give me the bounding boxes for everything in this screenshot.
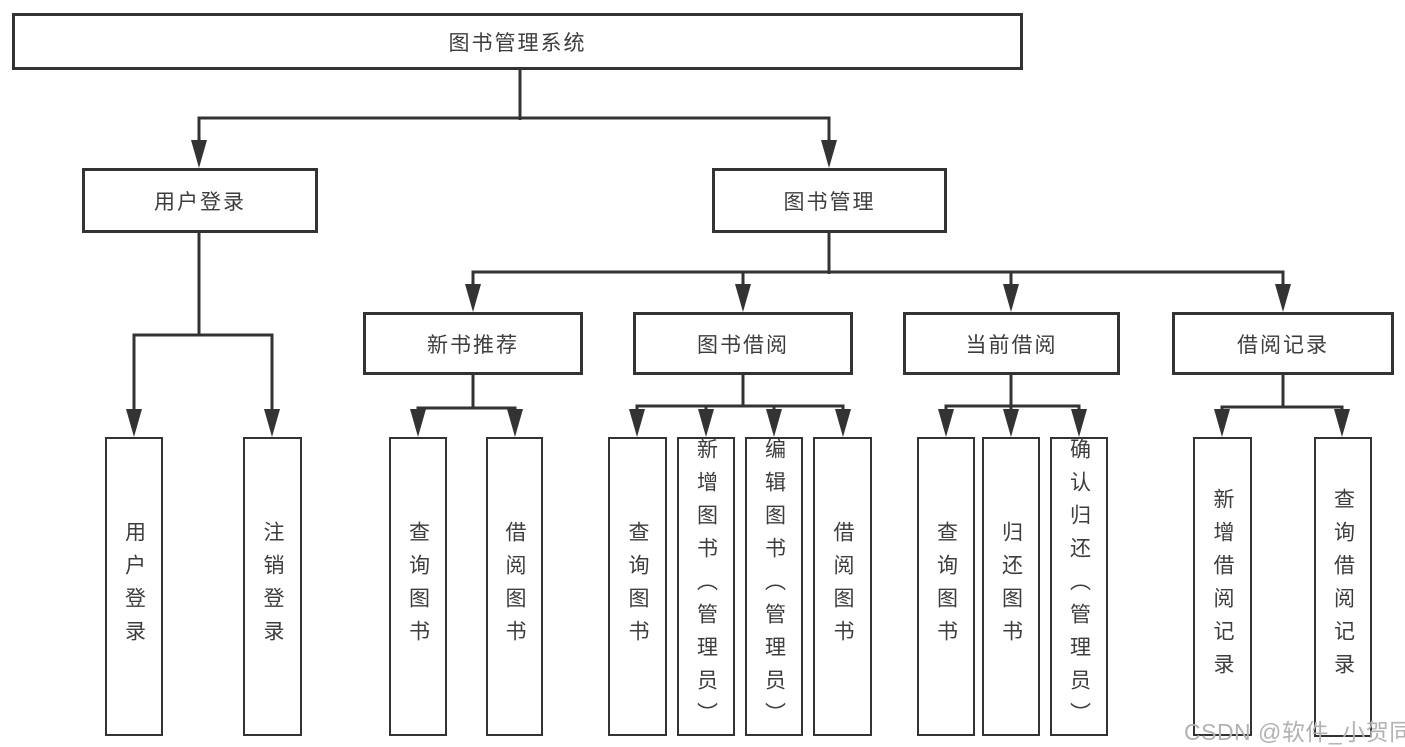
node-label: 新增图书（管理员） xyxy=(694,438,718,735)
node-leaf-edit-books-admin: 编辑图书（管理员） xyxy=(745,437,803,736)
arrowhead xyxy=(835,409,851,437)
node-label: 查询图书 xyxy=(934,520,958,653)
edge-level2-rail xyxy=(197,116,831,145)
edge-borrow-rail xyxy=(635,404,845,415)
node-label: 图书管理系统 xyxy=(448,31,587,55)
arrowhead xyxy=(1003,409,1019,437)
csdn-watermark: CSDN @软件_小贺同学 xyxy=(1184,719,1405,745)
node-leaf-query-books-3: 查询图书 xyxy=(917,437,975,736)
edge-newbook-rail xyxy=(416,406,517,415)
arrowhead xyxy=(1275,284,1291,312)
arrowhead xyxy=(735,284,751,312)
arrowhead xyxy=(698,409,714,437)
node-label: 用户登录 xyxy=(122,520,146,653)
arrowhead xyxy=(465,284,481,312)
arrowhead xyxy=(507,409,523,437)
edge-current-rail xyxy=(944,404,1081,415)
edge-level3-rail xyxy=(471,270,1285,290)
node-leaf-confirm-return-admin: 确认归还（管理员） xyxy=(1050,437,1108,736)
node-leaf-logout: 注销登录 xyxy=(243,437,302,736)
node-library-management-system: 图书管理系统 xyxy=(12,13,1023,70)
node-leaf-borrow-books-1: 借阅图书 xyxy=(486,437,543,736)
node-label: 新书推荐 xyxy=(427,333,519,357)
node-current-borrowing: 当前借阅 xyxy=(903,312,1120,375)
node-label: 图书借阅 xyxy=(697,333,789,357)
node-label: 确认归还（管理员） xyxy=(1067,438,1091,735)
arrowhead xyxy=(126,409,142,437)
arrowhead xyxy=(410,409,426,437)
node-leaf-add-books-admin: 新增图书（管理员） xyxy=(677,437,735,736)
arrowhead xyxy=(766,409,782,437)
node-label: 新增借阅记录 xyxy=(1211,487,1234,686)
node-label: 注销登录 xyxy=(261,520,284,653)
node-label: 编辑图书（管理员） xyxy=(762,438,786,735)
node-leaf-query-books-2: 查询图书 xyxy=(608,437,667,736)
arrowhead xyxy=(264,409,280,437)
node-leaf-query-books-1: 查询图书 xyxy=(389,437,447,736)
node-label: 归还图书 xyxy=(999,520,1023,653)
node-leaf-add-borrow-record: 新增借阅记录 xyxy=(1193,437,1252,736)
node-label: 借阅图书 xyxy=(503,520,526,653)
node-leaf-borrow-books-2: 借阅图书 xyxy=(813,437,872,736)
edge-records-rail xyxy=(1220,405,1344,415)
node-leaf-user-login: 用户登录 xyxy=(105,437,163,736)
node-book-borrowing: 图书借阅 xyxy=(633,312,853,375)
arrowhead xyxy=(1003,284,1019,312)
node-label: 查询图书 xyxy=(626,520,649,653)
arrowhead xyxy=(191,140,207,168)
node-label: 查询图书 xyxy=(406,520,430,653)
node-user-login-branch: 用户登录 xyxy=(82,168,318,233)
node-borrowing-records: 借阅记录 xyxy=(1172,312,1394,375)
node-book-management-branch: 图书管理 xyxy=(712,168,947,233)
node-label: 借阅记录 xyxy=(1237,333,1329,357)
node-leaf-query-borrow-record: 查询借阅记录 xyxy=(1314,437,1372,737)
arrowhead xyxy=(1071,409,1087,437)
node-label: 借阅图书 xyxy=(831,520,854,653)
node-label: 图书管理 xyxy=(783,190,876,214)
arrowhead xyxy=(821,140,837,168)
arrowhead xyxy=(1214,409,1230,437)
arrowhead xyxy=(1334,409,1350,437)
edge-userlogin-rail xyxy=(132,333,274,415)
node-label: 查询借阅记录 xyxy=(1331,488,1355,686)
node-leaf-return-books: 归还图书 xyxy=(982,437,1040,736)
node-label: 当前借阅 xyxy=(965,333,1058,357)
node-new-book-recommend: 新书推荐 xyxy=(363,312,583,375)
arrowhead xyxy=(938,409,954,437)
arrowhead xyxy=(629,409,645,437)
node-label: 用户登录 xyxy=(154,190,246,214)
